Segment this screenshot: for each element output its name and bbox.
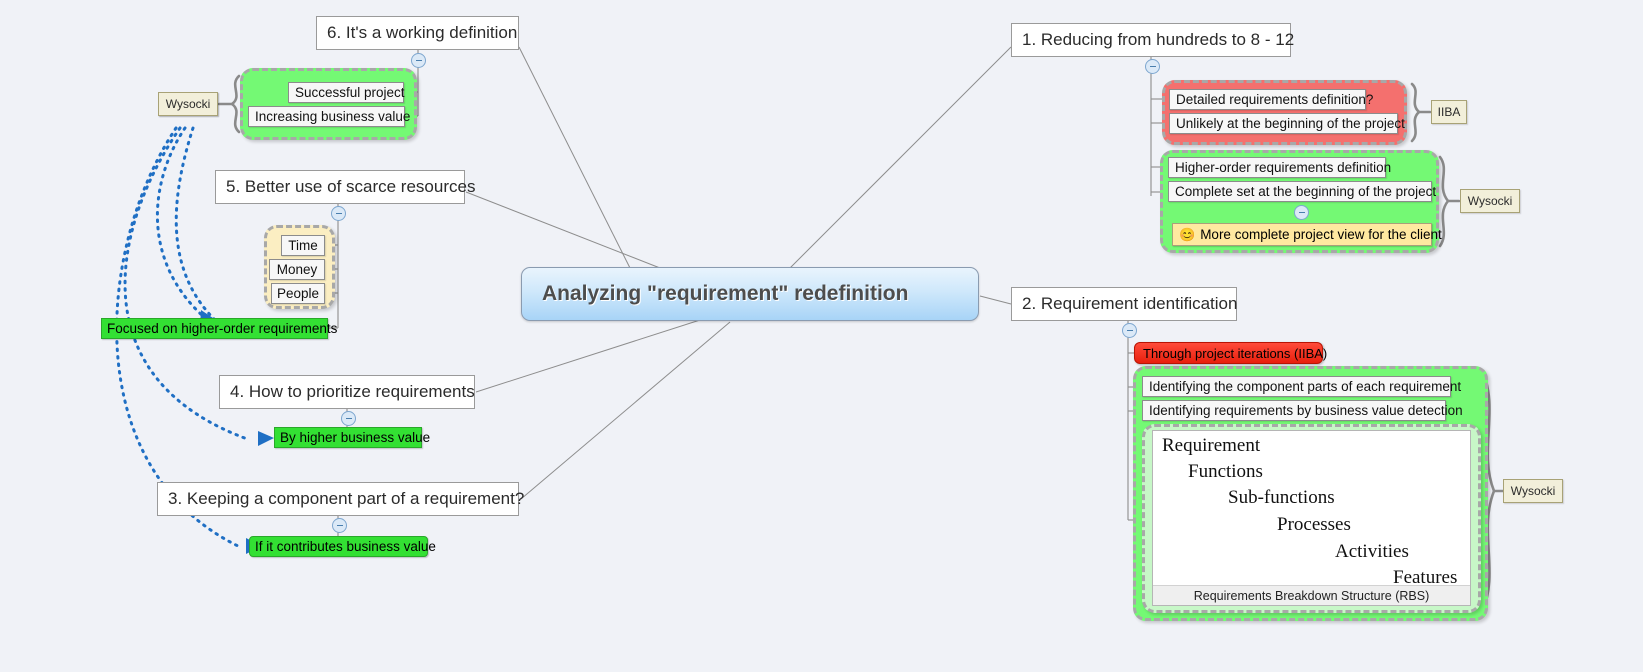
brace-label-iiba[interactable]: IIBA (1431, 100, 1467, 124)
subtopic-people[interactable]: People (271, 283, 325, 304)
callout-label: By higher business value (280, 430, 431, 445)
note-through-project-iterations[interactable]: Through project iterations (IIBA) (1134, 342, 1327, 364)
collapse-toggle-topic-4[interactable] (341, 411, 356, 426)
collapse-toggle-topic-1[interactable] (1145, 59, 1160, 74)
collapse-toggle-topic-5[interactable] (331, 206, 346, 221)
note-label: More complete project view for the clien… (1200, 227, 1442, 242)
topic-2[interactable]: 2. Requirement identification (1011, 287, 1237, 321)
topic-6[interactable]: 6. It's a working definition (316, 16, 519, 50)
collapse-toggle-topic-2[interactable] (1122, 323, 1137, 338)
brace-label-text: IIBA (1437, 105, 1461, 119)
subtopic-successful-project[interactable]: Successful project (288, 82, 405, 103)
subtopic-identifying-by-business-value[interactable]: Identifying requirements by business val… (1142, 400, 1463, 421)
rbs-level-4: Processes (1277, 514, 1351, 535)
topic-6-label: 6. It's a working definition (327, 23, 518, 42)
brace-label-text: Wysocki (1510, 484, 1556, 498)
subtopic-label: Time (288, 238, 318, 253)
rbs-caption: Requirements Breakdown Structure (RBS) (1153, 585, 1470, 605)
collapse-toggle-wysocki-right[interactable] (1294, 205, 1309, 220)
rbs-level-1: Requirement (1162, 435, 1261, 456)
root-node[interactable]: Analyzing "requirement" redefinition (521, 267, 979, 321)
note-label: Through project iterations (IIBA) (1143, 345, 1328, 361)
subtopic-increasing-business-value[interactable]: Increasing business value (248, 106, 410, 127)
brace-label-text: Wysocki (1467, 194, 1513, 208)
topic-5[interactable]: 5. Better use of scarce resources (215, 170, 475, 204)
topic-4[interactable]: 4. How to prioritize requirements (219, 375, 475, 409)
topic-3-label: 3. Keeping a component part of a require… (168, 489, 525, 508)
subtopic-detailed-requirements-definition[interactable]: Detailed requirements definition? (1169, 89, 1373, 110)
rbs-level-6: Features (1393, 567, 1458, 588)
subtopic-label: Unlikely at the beginning of the project (1176, 116, 1405, 131)
collapse-toggle-topic-6[interactable] (411, 53, 426, 68)
brace-label-wysocki-rbs[interactable]: Wysocki (1503, 479, 1563, 503)
subtopic-label: Complete set at the beginning of the pro… (1175, 184, 1437, 199)
brace-label-text: Wysocki (165, 97, 211, 111)
subtopic-label: Successful project (295, 85, 405, 100)
subtopic-label: Increasing business value (255, 109, 411, 124)
subtopic-time[interactable]: Time (281, 235, 325, 256)
root-label: Analyzing "requirement" redefinition (542, 282, 909, 305)
rbs-diagram[interactable]: Requirement Functions Sub-functions Proc… (1152, 430, 1471, 606)
rbs-level-5: Activities (1335, 541, 1409, 562)
rbs-level-3: Sub-functions (1228, 487, 1335, 508)
brace-label-wysocki-right[interactable]: Wysocki (1460, 189, 1520, 213)
callout-focused-higher-order[interactable]: Focused on higher-order requirements (101, 318, 337, 339)
callout-if-contributes-business-value[interactable]: If it contributes business value (249, 536, 436, 557)
smiley-icon: 😊 (1179, 227, 1196, 242)
subtopic-identifying-component-parts[interactable]: Identifying the component parts of each … (1142, 376, 1461, 397)
subtopic-label: People (276, 286, 320, 301)
topic-4-label: 4. How to prioritize requirements (230, 382, 475, 401)
subtopic-complete-set-at-beginning[interactable]: Complete set at the beginning of the pro… (1168, 181, 1436, 202)
topic-5-label: 5. Better use of scarce resources (226, 177, 476, 196)
rbs-level-2: Functions (1188, 461, 1263, 482)
subtopic-label: Identifying the component parts of each … (1149, 379, 1462, 394)
callout-label: Focused on higher-order requirements (107, 321, 338, 336)
topic-2-label: 2. Requirement identification (1022, 294, 1238, 313)
topic-3[interactable]: 3. Keeping a component part of a require… (157, 482, 524, 516)
subtopic-label: Identifying requirements by business val… (1149, 403, 1463, 418)
callout-label: If it contributes business value (255, 539, 436, 554)
subtopic-label: Higher-order requirements definition (1175, 160, 1392, 175)
topic-1[interactable]: 1. Reducing from hundreds to 8 - 12 (1011, 23, 1295, 57)
collapse-toggle-topic-3[interactable] (332, 518, 347, 533)
subtopic-unlikely-at-beginning[interactable]: Unlikely at the beginning of the project (1169, 113, 1405, 134)
note-more-complete-project-view[interactable]: 😊 More complete project view for the cli… (1172, 223, 1442, 246)
subtopic-label: Money (276, 262, 318, 277)
callout-by-higher-business-value[interactable]: By higher business value (274, 427, 430, 448)
subtopic-higher-order-requirements-definition[interactable]: Higher-order requirements definition (1168, 157, 1391, 178)
boundary-wysocki-top (240, 68, 417, 140)
relationship-label-wysocki[interactable]: Wysocki (158, 92, 218, 116)
topic-1-label: 1. Reducing from hundreds to 8 - 12 (1022, 30, 1295, 49)
subtopic-money[interactable]: Money (269, 259, 325, 280)
subtopic-label: Detailed requirements definition? (1176, 92, 1374, 107)
